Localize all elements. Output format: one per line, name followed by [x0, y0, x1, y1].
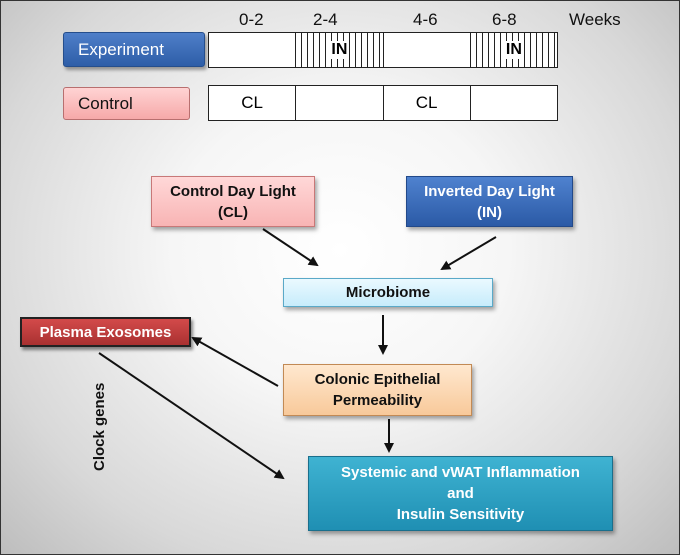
- control-segment-0-2: CL: [209, 86, 297, 120]
- plasma-exosomes-box: Plasma Exosomes: [20, 317, 191, 347]
- colonic-line-1: Colonic Epithelial: [314, 371, 441, 388]
- systemic-line-1: Systemic and vWAT Inflammation: [341, 464, 580, 481]
- experiment-segment-4-6: [384, 33, 471, 67]
- segment-label: CL: [241, 93, 263, 112]
- control-segment-4-6: CL: [384, 86, 471, 120]
- week-header-0-2: 0-2: [239, 10, 264, 29]
- arrow-exosomes-to-systemic: [98, 352, 285, 480]
- control-label: Control: [63, 87, 190, 120]
- control-day-light-box: Control Day Light (CL): [151, 176, 315, 227]
- control-day-light-abbr: (CL): [217, 203, 248, 221]
- inverted-day-light-title: Inverted Day Light: [424, 182, 555, 200]
- control-day-light-title: Control Day Light: [170, 182, 296, 200]
- arrow-cl-to-microbiome: [262, 228, 319, 267]
- inverted-day-light-box: Inverted Day Light (IN): [406, 176, 573, 227]
- systemic-inflammation-box: Systemic and vWAT Inflammation and Insul…: [308, 456, 613, 531]
- week-header-2-4: 2-4: [313, 10, 338, 29]
- experiment-segment-6-8: IN: [470, 33, 557, 67]
- week-header-4-6: 4-6: [413, 10, 438, 29]
- experiment-label: Experiment: [63, 32, 205, 67]
- systemic-line-3: Insulin Sensitivity: [396, 506, 525, 523]
- experiment-segment-0-2: [209, 33, 297, 67]
- segment-label: IN: [329, 41, 350, 59]
- control-segment-2-4: [296, 86, 384, 120]
- experiment-segment-2-4: IN: [296, 33, 384, 67]
- clock-genes-label: Clock genes: [91, 382, 108, 471]
- colonic-permeability-box: Colonic Epithelial Permeability: [283, 364, 472, 416]
- segment-label: CL: [415, 93, 438, 112]
- systemic-line-2: and: [447, 485, 474, 502]
- control-timeline: CL CL: [208, 85, 558, 121]
- segment-label: IN: [503, 41, 524, 59]
- arrow-colonic-to-exosomes: [191, 337, 279, 387]
- microbiome-box: Microbiome: [283, 278, 493, 307]
- colonic-line-2: Permeability: [332, 392, 423, 409]
- week-header-6-8: 6-8: [492, 10, 517, 29]
- experiment-timeline: IN IN: [208, 32, 558, 68]
- weeks-unit-label: Weeks: [569, 10, 621, 29]
- inverted-day-light-abbr: (IN): [476, 203, 502, 221]
- arrow-in-to-microbiome: [440, 236, 497, 271]
